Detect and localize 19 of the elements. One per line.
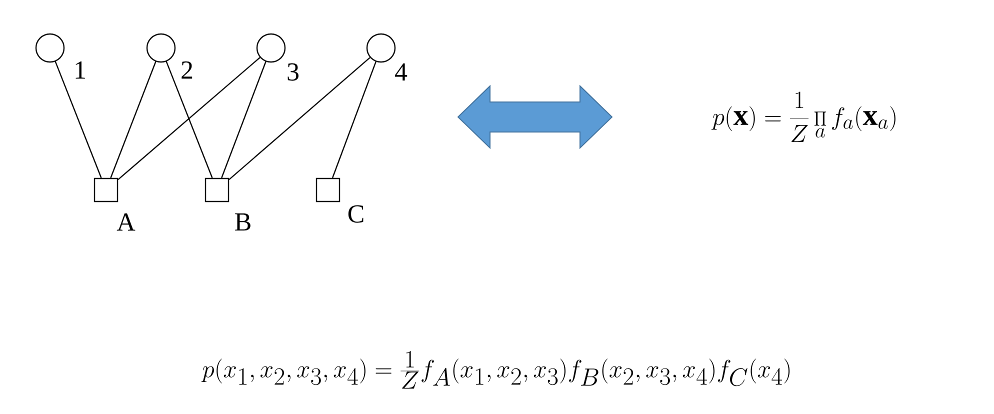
edge-line <box>221 61 266 178</box>
node-label: B <box>235 213 250 231</box>
edge-line <box>54 61 102 178</box>
node-label: C <box>348 205 364 223</box>
formula: $p(x_1,x_2,x_3,x_4) = \frac{1}{Z} f_A(x_1,x_2,x_3) f_B(x_2,x_3,x_4) f_C(x_4)$ <box>201 350 790 389</box>
node-label: 4 <box>395 63 408 81</box>
factor-square: A <box>94 178 136 231</box>
factor-square: B <box>204 178 250 231</box>
formula: $p(\mathbf{x}) = \frac{1}{Z}\prod_{a} f_{a}(\mathbf{x}_{a})$ <box>712 92 896 142</box>
edge-line <box>166 61 213 178</box>
edge-line <box>110 61 156 178</box>
node-label: 3 <box>288 63 298 81</box>
node-label: A <box>116 213 136 231</box>
edge-line <box>228 57 370 180</box>
edge-line <box>118 57 260 180</box>
factor-square: C <box>316 178 364 223</box>
node-label: 1 <box>76 61 85 79</box>
node-label: 2 <box>182 61 192 79</box>
edge-line <box>332 61 376 178</box>
